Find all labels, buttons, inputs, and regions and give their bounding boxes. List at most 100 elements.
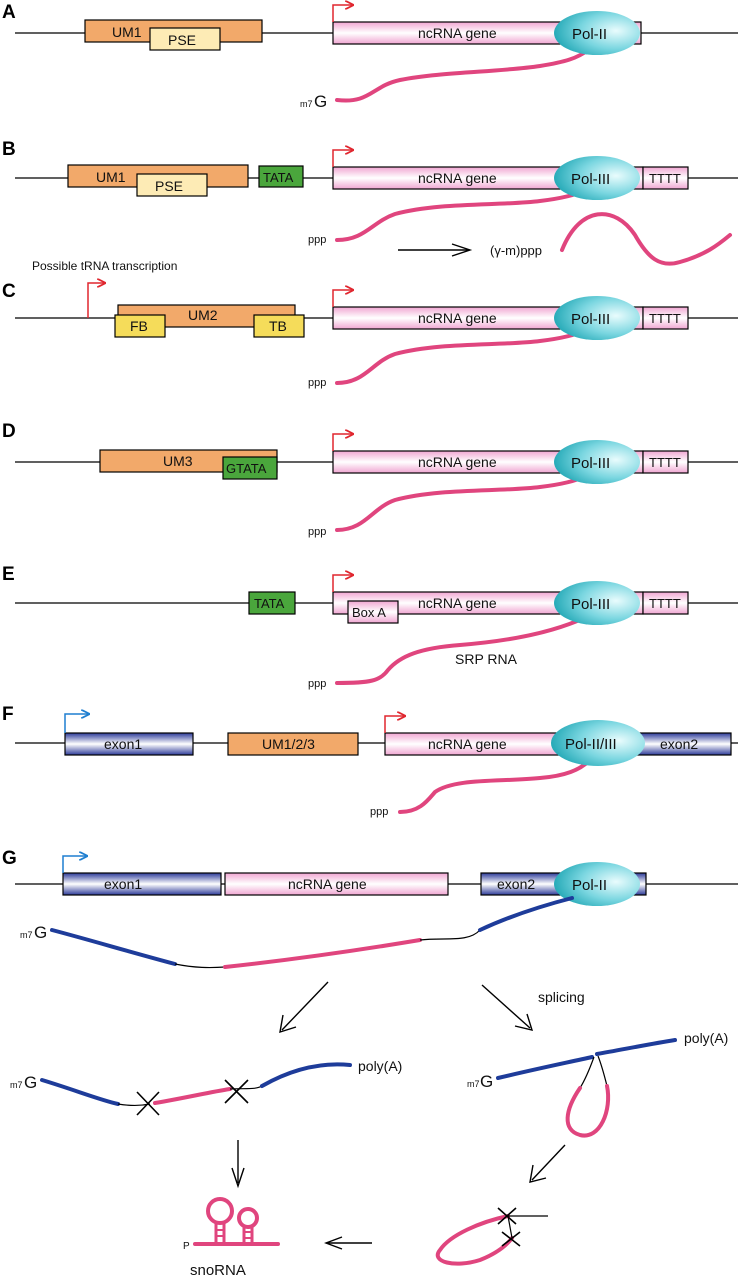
tttt-label: TTTT: [649, 455, 681, 470]
pse-label: PSE: [155, 178, 183, 194]
gamma-m-ppp-label: (γ-m)ppp: [490, 243, 542, 258]
pol-ii-label: Pol-II: [572, 26, 607, 43]
panel-label-a: A: [2, 2, 16, 23]
m7-label: m7: [300, 99, 313, 109]
ncrna-gene-label: ncRNA gene: [288, 876, 367, 892]
cleavage-x-icon: [501, 1231, 521, 1247]
pol-iii-ellipse: [554, 440, 640, 484]
pol-iii-ellipse: [554, 581, 640, 625]
exon1-box: [62, 872, 222, 896]
pol-ii-iii-ellipse: [551, 720, 645, 766]
panel-label-c: C: [2, 281, 16, 302]
ppp-label: ppp: [308, 234, 326, 246]
pol-ii-ellipse: [554, 862, 640, 906]
panel-label-e: E: [2, 564, 15, 585]
trna-note-label: Possible tRNA transcription: [32, 259, 177, 273]
gtata-label: GTATA: [226, 461, 267, 476]
panel-d: D UM3 GTATA ncRNA gene TTTT Pol-III ppp: [2, 421, 738, 538]
tttt-box: [642, 450, 689, 474]
pse-box: [149, 27, 221, 51]
fb-box: [114, 314, 166, 338]
um123-box: [227, 732, 359, 756]
panel-b: B UM1 PSE TATA ncRNA gene TTTT Pol-III p…: [2, 139, 738, 266]
lariat-debranching: [435, 1207, 548, 1266]
ppp-label: ppp: [308, 678, 326, 690]
panel-label-g: G: [2, 848, 17, 869]
ncrna-gene-label: ncRNA gene: [418, 170, 497, 186]
polya-label: poly(A): [684, 1030, 728, 1046]
snorna-structure: [193, 1197, 280, 1246]
rna-transcript: [335, 188, 588, 242]
cap-g-label: G: [480, 1072, 493, 1091]
m7-label: m7: [20, 930, 33, 940]
fb-label: FB: [130, 318, 148, 334]
pol-ii-iii-label: Pol-II/III: [565, 736, 617, 753]
srp-rna-label: SRP RNA: [455, 651, 518, 667]
box-a-box: [347, 600, 399, 624]
um1-label: UM1: [96, 169, 126, 185]
um2-label: UM2: [188, 307, 218, 323]
exon2-label: exon2: [497, 876, 535, 892]
ncrna-gene-label: ncRNA gene: [428, 736, 507, 752]
pol-iii-label: Pol-III: [571, 455, 610, 472]
pol-iii-label: Pol-III: [571, 311, 610, 328]
spliced-mrna-lariat: [496, 1038, 677, 1138]
m7-label: m7: [10, 1080, 23, 1090]
tttt-label: TTTT: [649, 311, 681, 326]
panel-label-d: D: [2, 421, 16, 442]
pol-iii-ellipse: [554, 156, 640, 200]
tttt-box: [642, 166, 689, 190]
tb-label: TB: [269, 318, 287, 334]
exon1-label: exon1: [104, 876, 142, 892]
right-branch-arrow-icon: [481, 984, 531, 1029]
tss-arrow-icon: [332, 575, 352, 592]
ppp-label: ppp: [308, 377, 326, 389]
tss-arrow-icon: [332, 5, 352, 22]
cap-g-label: G: [34, 923, 47, 942]
exon2-label: exon2: [660, 736, 698, 752]
exon1-box: [64, 732, 194, 756]
tttt-box: [642, 306, 689, 330]
rna-transcript: [335, 48, 590, 103]
tttt-box: [642, 591, 689, 615]
ncrna-gene-label: ncRNA gene: [418, 25, 497, 41]
tb-box: [253, 314, 305, 338]
rna-transcript: [335, 474, 588, 532]
capped-rna: [560, 212, 732, 266]
tttt-label: TTTT: [649, 171, 681, 186]
panel-a: A UM1 PSE ncRNA gene Pol-II m7 G: [2, 2, 738, 111]
box-a-label: Box A: [352, 605, 386, 620]
exon1-label: exon1: [104, 736, 142, 752]
ppp-label: ppp: [308, 526, 326, 538]
pol-ii-label: Pol-II: [572, 877, 607, 894]
rna-transcript: [335, 610, 598, 685]
tss-arrow-icon: [384, 716, 404, 733]
tss-arrow-icon: [332, 150, 352, 167]
tata-box: [258, 165, 304, 188]
rna-transcript: [398, 758, 592, 814]
panel-label-f: F: [2, 704, 14, 725]
um3-label: UM3: [163, 453, 193, 469]
pre-mrna-transcript: [50, 896, 574, 969]
cleavage-x-icon: [224, 1079, 249, 1104]
pol-iii-label: Pol-III: [571, 171, 610, 188]
pse-label: PSE: [168, 32, 196, 48]
tttt-label: TTTT: [649, 596, 681, 611]
cap-g-label: G: [314, 92, 327, 111]
tss-arrow-icon: [332, 290, 352, 307]
snorna-label: snoRNA: [190, 1262, 246, 1279]
phosphate-label: P: [183, 1241, 190, 1252]
rna-transcript: [335, 328, 588, 385]
ncrna-gene-label: ncRNA gene: [418, 454, 497, 470]
ncrna-gene-label: ncRNA gene: [418, 310, 497, 326]
pol-ii-ellipse: [554, 11, 640, 55]
ncrna-gene-box: [224, 872, 449, 896]
splicing-label: splicing: [538, 989, 585, 1005]
um1-label: UM1: [112, 24, 142, 40]
polya-label: poly(A): [358, 1058, 402, 1074]
panel-label-b: B: [2, 139, 16, 160]
left-branch-arrow-icon: [281, 981, 329, 1031]
um123-label: UM1/2/3: [262, 736, 315, 752]
pol-iii-label: Pol-III: [571, 596, 610, 613]
